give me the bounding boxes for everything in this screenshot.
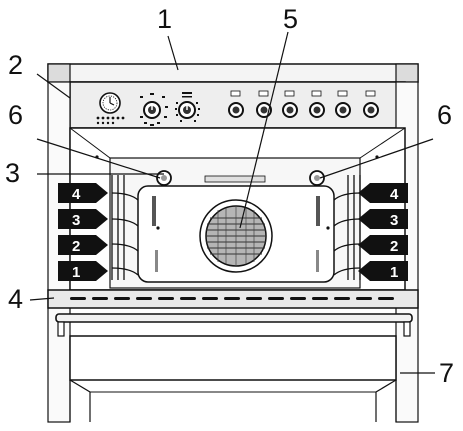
hob-knob-5[interactable] — [335, 90, 351, 118]
shelf-support-left — [111, 175, 139, 280]
shelf-level-badge: 2 — [358, 235, 408, 255]
shelf-level-badge: 3 — [358, 209, 408, 229]
shelf-level-label: 1 — [390, 264, 398, 281]
hob-knob-1[interactable] — [228, 90, 244, 118]
shelf-level-label: 2 — [390, 238, 398, 255]
callout-4: 4 — [8, 284, 24, 314]
shelf-level-badge: 4 — [358, 183, 408, 203]
lamp-right — [309, 170, 325, 186]
shelf-level-label: 3 — [390, 212, 398, 229]
hob-knob-4[interactable] — [309, 90, 325, 118]
callout-6-right: 6 — [437, 100, 453, 130]
callout-6-left: 6 — [8, 100, 24, 130]
shelf-level-badge: 1 — [358, 261, 408, 281]
hob-knob-3[interactable] — [282, 90, 298, 118]
fan-cover — [199, 199, 273, 273]
shelf-level-badge: 3 — [58, 209, 108, 229]
function-knob[interactable] — [140, 93, 168, 126]
lamp-left — [156, 170, 172, 186]
callout-2: 2 — [8, 50, 24, 80]
clock-timer — [96, 92, 125, 125]
storage-drawer[interactable] — [69, 335, 397, 422]
shelf-levels-right: 4 3 2 1 — [358, 183, 408, 281]
shelf-level-badge: 1 — [58, 261, 108, 281]
shelf-level-label: 3 — [72, 212, 80, 229]
callout-1: 1 — [157, 4, 173, 34]
shelf-support-right — [333, 175, 361, 280]
shelf-level-badge: 4 — [58, 183, 108, 203]
door-handle[interactable] — [55, 313, 413, 337]
shelf-level-badge: 2 — [58, 235, 108, 255]
shelf-level-label: 2 — [72, 238, 80, 255]
hob-knobs — [228, 90, 379, 118]
callout-3: 3 — [5, 158, 21, 188]
cooktop-edge — [47, 63, 419, 83]
callout-5: 5 — [283, 4, 299, 34]
hob-knob-6[interactable] — [363, 90, 379, 118]
callout-7: 7 — [439, 358, 455, 388]
shelf-level-label: 4 — [390, 186, 399, 203]
shelf-level-label: 4 — [72, 186, 81, 203]
vent-strip — [47, 289, 419, 309]
leader-lines — [29, 31, 435, 374]
shelf-levels-left: 4 3 2 1 — [58, 183, 108, 281]
thermostat-knob[interactable] — [175, 92, 200, 122]
shelf-level-label: 1 — [72, 264, 80, 281]
